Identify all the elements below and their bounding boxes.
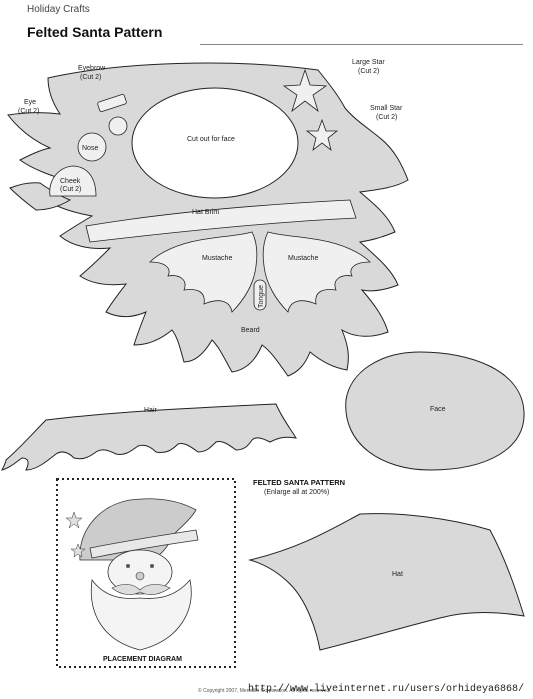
small-star-label: Small Star (370, 105, 403, 112)
copyright-text: © Copyright 2007, Meredith Corporation. … (198, 688, 331, 694)
eye-cut-label: (Cut 2) (18, 108, 39, 115)
placement-santa-illustration (65, 498, 199, 651)
small-star-cut-label: (Cut 2) (376, 114, 397, 121)
small-star-piece (305, 118, 339, 152)
eye-piece (108, 116, 128, 136)
eye-label: Eye (24, 99, 36, 106)
mustache-left-piece (149, 231, 258, 313)
section-category: Holiday Crafts (27, 4, 90, 15)
nose-label: Nose (82, 145, 98, 152)
placement-diagram-label: PLACEMENT DIAGRAM (103, 656, 182, 663)
hat-piece (248, 513, 525, 651)
face-piece (345, 351, 525, 471)
nose-piece (77, 132, 107, 162)
page-title: Felted Santa Pattern (27, 24, 163, 40)
mustache-right-piece (262, 231, 371, 313)
large-star-label: Large Star (352, 59, 385, 66)
face-cutout (131, 87, 299, 199)
beard-edge-piece (9, 182, 72, 211)
hat-brim-label: Hat Brim (192, 209, 219, 216)
eyebrow-cut-label: (Cut 2) (80, 74, 101, 81)
eyebrow-label: Eyebrow (78, 65, 106, 72)
hair-piece (1, 403, 297, 471)
pattern-info-title: FELTED SANTA PATTERN (253, 478, 346, 487)
pattern-info-instruction: (Enlarge all at 200%) (264, 489, 330, 496)
hat-brim-piece (85, 199, 357, 243)
face-label: Face (430, 406, 446, 413)
source-watermark: http://www.liveinternet.ru/users/orhidey… (248, 684, 525, 695)
tongue-label: Tongue (258, 285, 265, 308)
cheek-piece (49, 165, 97, 197)
title-divider (200, 44, 523, 45)
cheek-cut-label: (Cut 2) (60, 186, 81, 193)
hat-label: Hat (392, 571, 403, 578)
large-star-cut-label: (Cut 2) (358, 68, 379, 75)
face-cutout-label: Cut out for face (187, 136, 235, 143)
hair-label: Hair (144, 407, 158, 414)
beard-label: Beard (241, 327, 260, 334)
eyebrow-piece (97, 94, 127, 112)
mustache-right-label: Mustache (288, 255, 318, 262)
large-star-piece (282, 68, 328, 113)
tongue-piece (253, 279, 267, 311)
placement-diagram-frame (56, 478, 236, 668)
mustache-left-label: Mustache (202, 255, 232, 262)
cheek-label: Cheek (60, 178, 81, 185)
